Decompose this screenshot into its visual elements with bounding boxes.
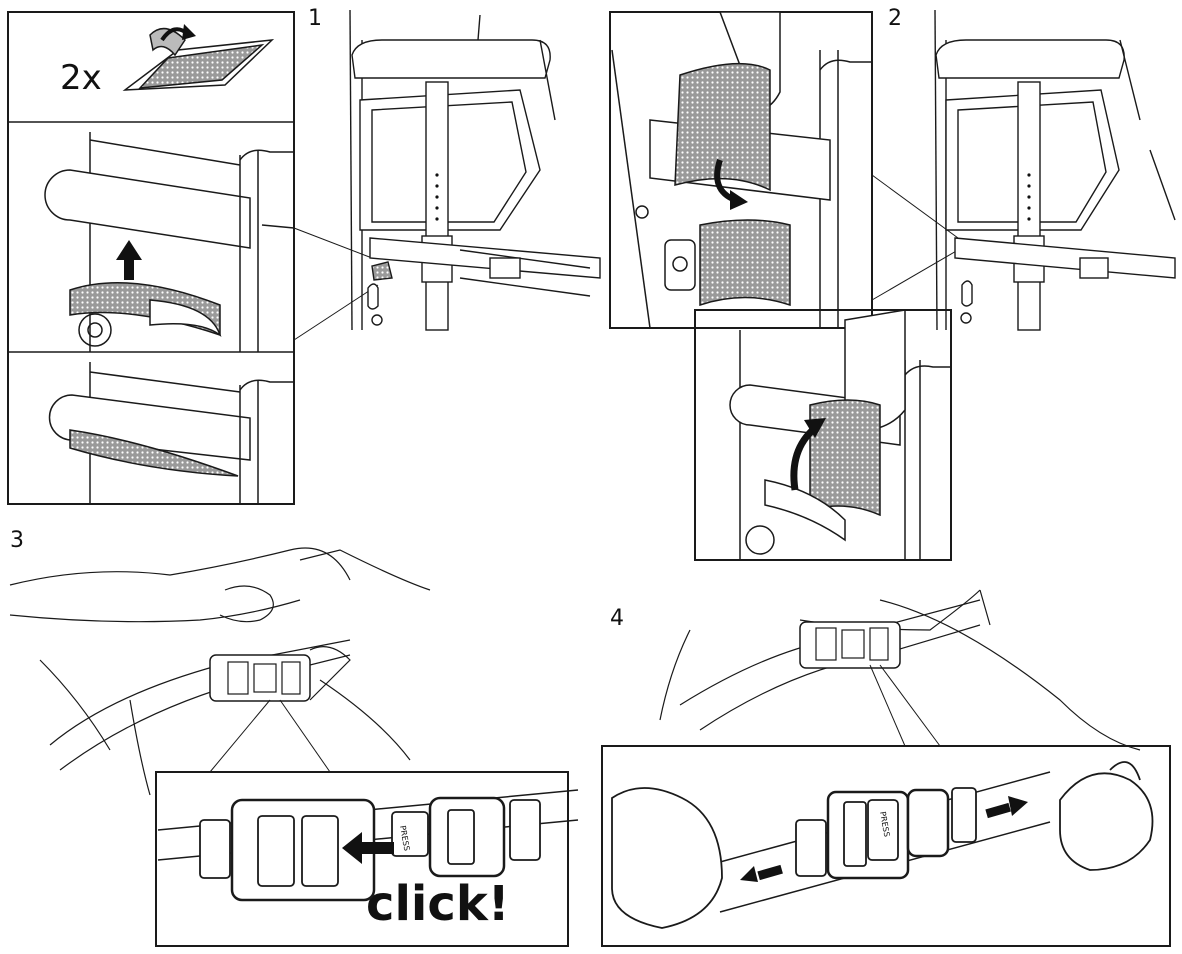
velcro-strip-peel — [122, 27, 275, 91]
quantity-label: 2x — [60, 58, 102, 98]
step-4-number: 4 — [610, 606, 624, 631]
step-1-leader — [293, 227, 379, 341]
click-label: click! — [366, 876, 510, 932]
step-4-scene — [659, 589, 1141, 751]
rail-scene-bottom — [48, 362, 294, 504]
rail-scene-middle — [44, 132, 295, 352]
buckle-press-label-3: PRESS — [398, 825, 411, 852]
step-3-leader — [209, 699, 331, 773]
curved-arrow-icon — [714, 159, 748, 210]
arrow-up-curved-icon — [790, 418, 826, 491]
step-3-scene — [9, 547, 431, 796]
arrow-up-icon — [116, 240, 142, 280]
buckle-press-label-4: PRESS — [878, 811, 891, 838]
step-1-machine — [349, 9, 601, 331]
step-2-machine — [934, 9, 1176, 331]
arrow-left-icon — [342, 832, 394, 864]
step-2-inset-wrap — [609, 11, 873, 329]
step-3-inset — [155, 771, 579, 947]
step-2-leader — [871, 174, 959, 301]
step-3-number: 3 — [10, 528, 24, 553]
step-4-leader — [869, 664, 941, 747]
step-2-inset-press — [694, 309, 952, 561]
step-2-number: 2 — [888, 6, 902, 31]
step-1-inset — [7, 11, 295, 505]
peel-arrow-icon — [160, 24, 196, 42]
step-4-inset — [601, 745, 1171, 947]
arrow-right-icon — [985, 796, 1028, 819]
step-1-number: 1 — [308, 6, 322, 31]
arrow-left-icon-step4 — [740, 864, 783, 882]
